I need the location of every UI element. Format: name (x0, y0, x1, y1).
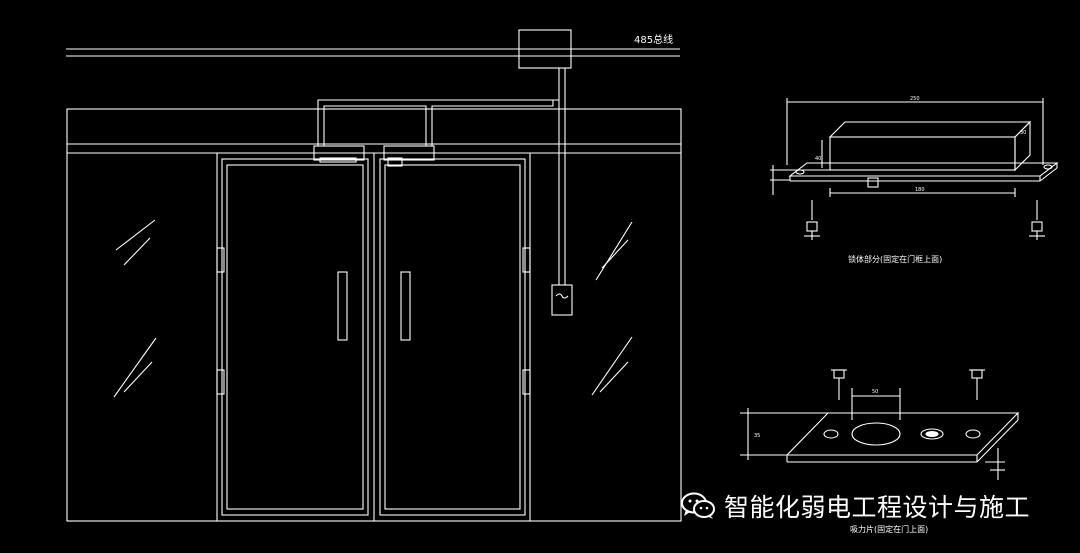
lock-body-detail: 250 40 180 30 (770, 96, 1059, 240)
bus-label: 485总线 (634, 33, 673, 46)
lock-plate-left (319, 157, 357, 163)
svg-text:30: 30 (1020, 130, 1026, 136)
controller-box (518, 29, 572, 69)
exit-switch (551, 284, 573, 316)
svg-text:40: 40 (815, 156, 821, 162)
screw-right (1029, 200, 1045, 240)
magnetic-lock-right (383, 145, 435, 161)
watermark-text: 智能化弱电工程设计与施工 (724, 493, 1031, 522)
door-handle-left (337, 271, 348, 341)
door-frame (66, 108, 682, 522)
lock-plate-right (387, 157, 403, 167)
controller-wiring (558, 68, 566, 285)
wechat-icon (681, 492, 715, 519)
door-handle-right (400, 271, 411, 341)
glass-hatch-right (591, 221, 633, 396)
glass-hatch-left (113, 219, 157, 398)
door-leaf-right (379, 158, 526, 516)
lock-body-label: 锁体部分(固定在门框上面) (848, 254, 942, 264)
exit-switch-symbol (555, 293, 569, 299)
bus-line (66, 48, 680, 57)
svg-text:50: 50 (872, 389, 878, 395)
armature-label: 吸力片(固定在门上面) (850, 524, 928, 534)
svg-text:180: 180 (915, 187, 925, 193)
armature-plate-detail: 50 35 (740, 369, 1020, 480)
lock-wiring (317, 99, 559, 146)
screw-left (804, 200, 820, 240)
magnetic-lock-left (313, 145, 365, 161)
svg-text:250: 250 (910, 96, 920, 102)
svg-text:35: 35 (754, 433, 760, 439)
watermark: 智能化弱电工程设计与施工 (680, 486, 1030, 526)
door-hinges (216, 247, 531, 395)
door-leaf-left (221, 158, 369, 516)
